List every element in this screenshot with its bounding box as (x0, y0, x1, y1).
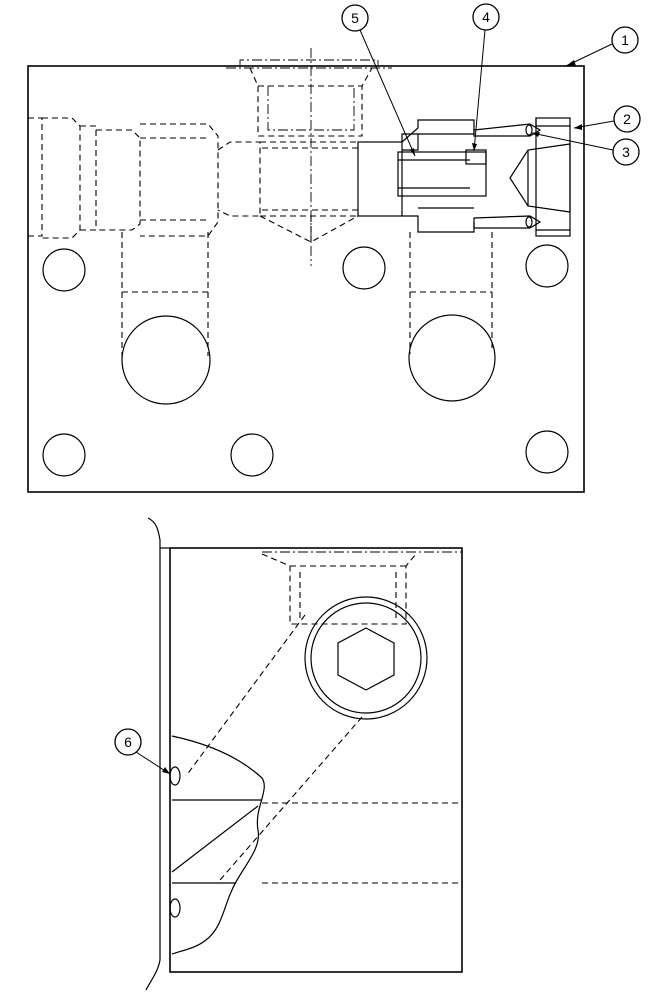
seal-ring-lower (169, 898, 181, 918)
callout-3-label: 3 (622, 144, 630, 160)
callout-1 (611, 26, 639, 54)
callout-4-label: 4 (482, 9, 490, 25)
mount-hole-2 (342, 246, 386, 290)
callout-1-label: 1 (621, 32, 629, 48)
top-block-outline (27, 65, 585, 493)
callout-2-label: 2 (623, 111, 631, 127)
horizontal-bore (28, 117, 359, 243)
callout-6 (114, 728, 142, 756)
callout-5-label: 5 (351, 10, 359, 26)
seal-ring-upper (169, 766, 181, 786)
port-large-left (121, 315, 211, 405)
callout-2 (613, 105, 641, 133)
port-large-right (408, 314, 496, 402)
callout-4 (472, 3, 500, 31)
mount-hole-5 (230, 433, 274, 477)
callout-6-label: 6 (124, 734, 132, 750)
callout-3 (612, 138, 640, 166)
mount-hole-4 (42, 433, 86, 477)
mating-surface (145, 517, 161, 991)
mount-hole-1 (42, 248, 86, 292)
cartridge-valve (357, 119, 542, 233)
top-view (27, 48, 585, 493)
side-port (261, 553, 417, 625)
side-view (145, 517, 463, 991)
callout-5 (341, 4, 369, 32)
mount-hole-6 (525, 430, 569, 474)
hex-cap (509, 117, 571, 237)
top-port (226, 59, 392, 137)
callouts: 1 2 3 4 5 6 (114, 3, 641, 775)
side-block-outline (169, 547, 463, 973)
plug-outer (304, 596, 428, 720)
breakout-section (171, 735, 265, 955)
mount-hole-3 (525, 244, 569, 288)
hex-socket-icon (337, 627, 395, 691)
